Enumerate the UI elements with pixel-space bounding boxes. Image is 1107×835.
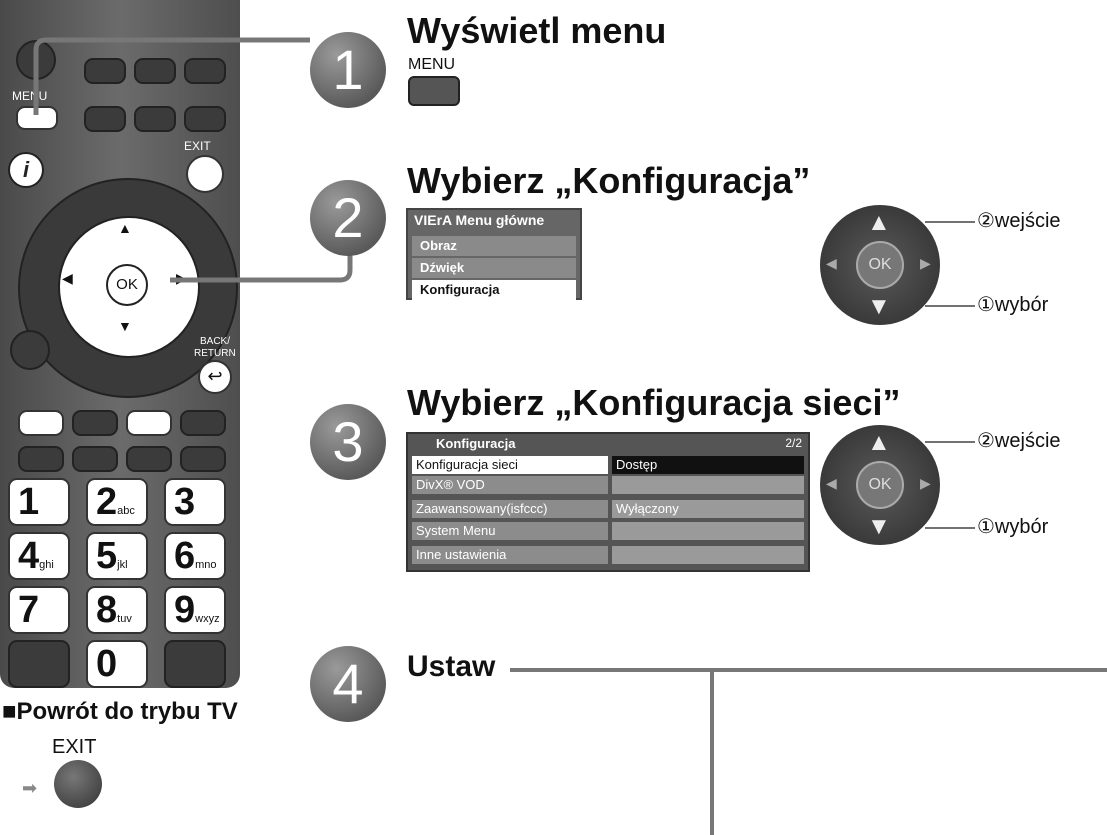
return-icon: ↩ — [207, 366, 223, 386]
main-menu-panel: VIErA Menu główne Obraz Dźwięk Konfigura… — [406, 208, 582, 300]
remote-button[interactable] — [84, 58, 126, 84]
info-icon: i — [22, 157, 30, 182]
remote-key-7[interactable]: 7 — [8, 586, 70, 634]
arrow-up-icon: ▲ — [867, 209, 891, 236]
remote-button[interactable] — [8, 640, 70, 688]
arrow-left-icon: ◀ — [826, 255, 837, 271]
remote-key-1[interactable]: 1 — [8, 478, 70, 526]
remote-color-button[interactable] — [18, 410, 64, 436]
return-tv-title: ■Powrót do trybu TV — [2, 698, 238, 725]
remote-key-4[interactable]: 4ghi — [8, 532, 70, 580]
step-2-title: Wybierz „Konfiguracja” — [407, 160, 811, 201]
callout-select: ①wybór — [977, 516, 1049, 538]
remote-key-6[interactable]: 6mno — [164, 532, 226, 580]
step-2-number: 2 — [310, 180, 386, 256]
step-1-title: Wyświetl menu — [407, 10, 667, 51]
remote-button[interactable] — [134, 58, 176, 84]
main-menu-item-obraz[interactable]: Obraz — [412, 236, 576, 256]
remote-return-label: RETURN — [194, 348, 236, 359]
main-menu-header: VIErA Menu główne — [414, 212, 545, 228]
remote-exit-button[interactable] — [186, 155, 224, 193]
config-row[interactable]: Zaawansowany(isfccc)Wyłączony — [412, 500, 804, 518]
callout-enter: ②wejście — [977, 210, 1061, 232]
return-tv-exit-label: EXIT — [52, 736, 97, 758]
exit-button[interactable] — [54, 760, 102, 808]
arrow-up-icon: ▲ — [118, 220, 132, 236]
remote-button[interactable] — [164, 640, 226, 688]
ok-button[interactable]: OK — [856, 241, 904, 289]
main-menu-item-konfiguracja[interactable]: Konfiguracja — [412, 280, 576, 300]
ok-button[interactable]: OK — [856, 461, 904, 509]
remote-button[interactable] — [18, 446, 64, 472]
remote-exit-label: EXIT — [184, 139, 211, 153]
remote-color-button[interactable] — [126, 410, 172, 436]
config-menu-page: 2/2 — [785, 436, 802, 450]
remote-back-label: BACK/ — [200, 336, 231, 347]
remote-button[interactable] — [180, 446, 226, 472]
arrow-right-icon: ▶ — [920, 255, 931, 271]
remote-button[interactable] — [126, 446, 172, 472]
arrow-left-icon: ◀ — [62, 270, 73, 286]
remote-key-9[interactable]: 9wxyz — [164, 586, 226, 634]
remote-key-0[interactable]: 0 — [86, 640, 148, 688]
arrow-up-icon: ▲ — [867, 429, 891, 456]
main-menu-item-dzwiek[interactable]: Dźwięk — [412, 258, 576, 278]
step-1-number: 1 — [310, 32, 386, 108]
arrow-left-icon: ◀ — [826, 475, 837, 491]
arrow-down-icon: ▼ — [867, 513, 891, 540]
step-3-number: 3 — [310, 404, 386, 480]
step-1-menu-label: MENU — [408, 56, 456, 73]
config-row[interactable]: Inne ustawienia — [412, 546, 804, 564]
arrow-right-icon: ▶ — [920, 475, 931, 491]
callout-select: ①wybór — [977, 294, 1049, 316]
remote-key-8[interactable]: 8tuv pqrs — [86, 586, 148, 678]
remote-color-button[interactable] — [72, 410, 118, 436]
remote-button[interactable] — [184, 58, 226, 84]
ok-label: OK — [116, 276, 138, 293]
remote-key-3[interactable]: 3 — [164, 478, 226, 526]
arrow-down-icon: ▼ — [867, 293, 891, 320]
remote-menu-label: MENU — [12, 89, 48, 103]
remote-button[interactable] — [184, 106, 226, 132]
dpad-step-3[interactable]: ▲ ▼ ◀ ▶ OK — [820, 425, 940, 545]
remote-key-5[interactable]: 5jkl — [86, 532, 148, 580]
step-1-menu-button[interactable] — [408, 76, 460, 106]
remote-button[interactable] — [84, 106, 126, 132]
config-menu-header: Konfiguracja — [436, 436, 516, 451]
remote-info-button[interactable]: i — [8, 152, 44, 188]
config-row[interactable]: DivX® VOD — [412, 476, 804, 494]
step-3-title: Wybierz „Konfiguracja sieci” — [407, 382, 901, 423]
remote-ok-button[interactable]: OK — [106, 264, 148, 306]
arrow-down-icon: ▼ — [118, 318, 132, 334]
remote-button[interactable] — [72, 446, 118, 472]
arrow-right-icon: ➡ — [22, 778, 38, 798]
config-row[interactable]: System Menu — [412, 522, 804, 540]
remote-return-button[interactable]: ↩ — [198, 360, 232, 394]
dpad-step-2[interactable]: ▲ ▼ ◀ ▶ OK — [820, 205, 940, 325]
remote-left-round-button[interactable] — [10, 330, 50, 370]
remote-button[interactable] — [134, 106, 176, 132]
callout-enter: ②wejście — [977, 430, 1061, 452]
remote-control: MENU i EXIT ▲ ▼ ◀ ▶ OK BACK/ RETURN ↩ 1 … — [0, 0, 240, 688]
step-4-number: 4 — [310, 646, 386, 722]
step-4-title: Ustaw — [407, 650, 496, 683]
remote-color-button[interactable] — [180, 410, 226, 436]
